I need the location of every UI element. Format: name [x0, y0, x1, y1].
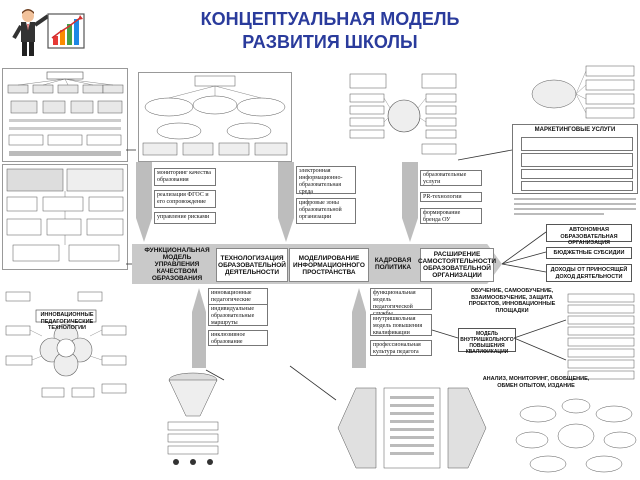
- thumbnail-monitoring-diagram: [2, 164, 128, 270]
- analysis-caption: АНАЛИЗ, МОНИТОРИНГ, ОБОБЩЕНИЕ, ОБМЕН ОПЫ…: [482, 376, 590, 389]
- thumbnail-qualification-list: [566, 292, 636, 388]
- quality-monitoring-box: мониторинг качества образования: [154, 168, 216, 186]
- title-line-2: РАЗВИТИЯ ШКОЛЫ: [242, 32, 418, 52]
- lower-arrow-1: [192, 288, 206, 368]
- autonomous-organization-box: АВТОНОМНАЯ ОБРАЗОВАТЕЛЬНАЯ ОРГАНИЗАЦИЯ: [546, 224, 632, 246]
- band-item-information-space: МОДЕЛИРОВАНИЕ ИНФОРМАЦИОННОГО ПРОСТРАНСТ…: [289, 248, 369, 282]
- thumbnail-information-space-diagram: [348, 72, 458, 160]
- thumbnail-professional-culture-diagram: [336, 380, 488, 476]
- individual-routes-box: индивидуальные образовательные маршруты: [208, 304, 268, 326]
- budget-subsidies-label: БЮДЖЕТНЫЕ СУБСИДИИ: [553, 250, 625, 256]
- professional-culture-box: профессиональная культура педагога: [370, 340, 432, 356]
- brand-formation-box: формирование бренда ОУ: [420, 208, 482, 224]
- marketing-services-label: МАРКЕТИНГОВЫЕ УСЛУГИ: [534, 127, 616, 133]
- upper-arrow-2: [278, 162, 294, 242]
- band-item-technologization: ТЕХНОЛОГИЗАЦИЯ ОБРАЗОВАТЕЛЬНОЙ ДЕЯТЕЛЬНО…: [216, 248, 288, 282]
- inclusive-education-box: инклюзивное образование: [208, 330, 268, 346]
- thumbnail-quality-model-diagram: [2, 68, 128, 162]
- title-line-1: КОНЦЕПТУАЛЬНАЯ МОДЕЛЬ: [200, 9, 460, 29]
- digital-zones-box: цифровые зоны образовательной организаци…: [296, 198, 356, 224]
- training-caption: ОБУЧЕНИЕ, САМООБУЧЕНИЕ, ВЗАИМООБУЧЕНИЕ, …: [468, 288, 556, 314]
- thumbnail-fgos-diagram: [138, 72, 292, 162]
- thumbnail-text-block: [514, 196, 636, 218]
- autonomous-organization-label: АВТОНОМНАЯ ОБРАЗОВАТЕЛЬНАЯ ОРГАНИЗАЦИЯ: [560, 227, 618, 246]
- fgos-implementation-box: реализация ФГОС и его сопровождение: [154, 190, 216, 208]
- budget-subsidies-box: БЮДЖЕТНЫЕ СУБСИДИИ: [546, 247, 632, 259]
- band-item-personnel-policy: КАДРОВАЯ ПОЛИТИКА: [374, 257, 412, 271]
- thumbnail-innovation-technologies-diagram: [2, 286, 130, 408]
- risk-management-box: управление рисками: [154, 212, 216, 224]
- electronic-environment-box: электронная информационно-образовательна…: [296, 166, 356, 195]
- paid-income-label: ДОХОДЫ ОТ ПРИНОСЯЩЕЙ ДОХОД ДЕЯТЕЛЬНОСТИ: [550, 267, 628, 280]
- thumbnail-brand-diagram: [530, 64, 636, 122]
- paid-income-box: ДОХОДЫ ОТ ПРИНОСЯЩЕЙ ДОХОД ДЕЯТЕЛЬНОСТИ: [546, 264, 632, 282]
- pedagogical-service-box: функциональная модель педагогической слу…: [370, 288, 432, 317]
- upper-arrow-3: [402, 162, 418, 242]
- qualification-model-label: МОДЕЛЬ ВНУТРИШКОЛЬНОГО ПОВЫШЕНИЯ КВАЛИФИ…: [460, 331, 514, 355]
- presenter-with-chart-icon: [8, 6, 88, 58]
- band-item-quality-management: ФУНКЦИОНАЛЬНАЯ МОДЕЛЬ УПРАВЛЕНИЯ КАЧЕСТВ…: [144, 246, 210, 282]
- page-title: КОНЦЕПТУАЛЬНАЯ МОДЕЛЬ РАЗВИТИЯ ШКОЛЫ: [150, 8, 510, 54]
- marketing-services-panel: МАРКЕТИНГОВЫЕ УСЛУГИ: [512, 124, 638, 194]
- band-item-autonomy: РАСШИРЕНИЕ САМОСТОЯТЕЛЬНОСТИ ОБРАЗОВАТЕЛ…: [418, 248, 496, 282]
- pr-technologies-box: PR-технологии: [420, 192, 482, 202]
- qualification-model-box: МОДЕЛЬ ВНУТРИШКОЛЬНОГО ПОВЫШЕНИЯ КВАЛИФИ…: [458, 328, 516, 355]
- lower-arrow-2: [352, 288, 366, 368]
- educational-services-box: образовательные услуги: [420, 170, 482, 186]
- qualification-upgrade-box: внутришкольная модель повышения квалифик…: [370, 314, 432, 336]
- innovation-technologies-caption: ИННОВАЦИОННЫЕ ПЕДАГОГИЧЕСКИЕ ТЕХНОЛОГИИ: [40, 312, 94, 331]
- upper-arrow-1: [136, 162, 152, 242]
- thumbnail-analysis-cluster-diagram: [514, 396, 638, 476]
- thumbnail-funnel-diagram: [162, 370, 224, 470]
